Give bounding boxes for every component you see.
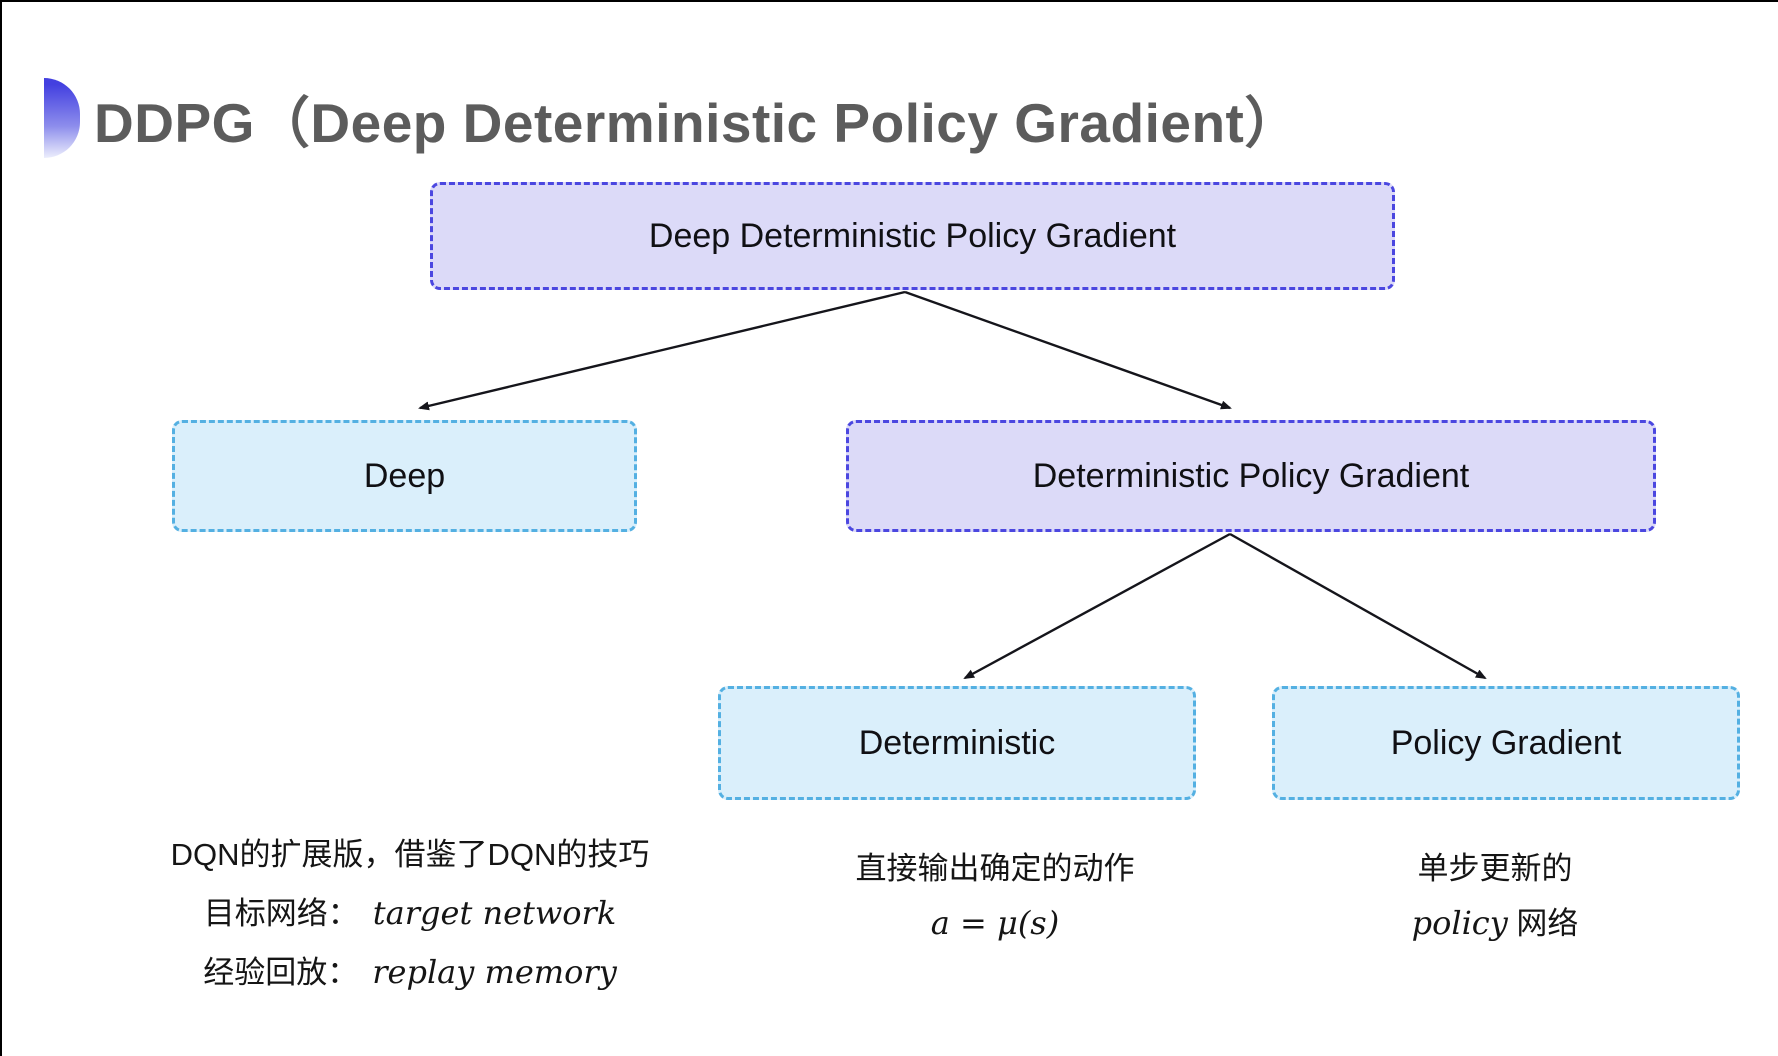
annotation-line: 目标网络： target network xyxy=(60,884,760,943)
node-deep: Deep xyxy=(172,420,637,532)
annotation-deep: DQN的扩展版，借鉴了DQN的技巧 目标网络： target network 经验… xyxy=(60,826,760,1002)
annotation-line: 直接输出确定的动作 xyxy=(790,842,1200,896)
annotation-text: DQN的扩展版，借鉴了DQN的技巧 xyxy=(170,837,650,872)
annotation-term: policy xyxy=(1411,904,1508,942)
node-label: Deep Deterministic Policy Gradient xyxy=(648,216,1177,255)
node-label: Deterministic Policy Gradient xyxy=(1032,456,1470,495)
annotation-term: target network xyxy=(372,894,617,932)
annotation-label: 经验回放： xyxy=(203,955,359,990)
annotation-line: policy 网络 xyxy=(1330,896,1660,951)
annotation-text: 直接输出确定的动作 xyxy=(855,851,1135,886)
annotation-line: 经验回放： replay memory xyxy=(60,943,760,1002)
annotation-term: replay memory xyxy=(372,953,617,991)
node-deterministic: Deterministic xyxy=(718,686,1196,800)
page-title: DDPG（Deep Deterministic Policy Gradient） xyxy=(94,92,1300,154)
annotation-deterministic: 直接输出确定的动作 a = μ(s) xyxy=(790,842,1200,951)
node-deep-deterministic-policy-gradient: Deep Deterministic Policy Gradient xyxy=(430,182,1395,290)
formula: a = μ(s) xyxy=(930,904,1060,942)
node-label: Policy Gradient xyxy=(1390,723,1622,762)
annotation-policy-gradient: 单步更新的 policy 网络 xyxy=(1330,842,1660,951)
node-label: Deep xyxy=(363,456,446,495)
node-label: Deterministic xyxy=(858,723,1056,762)
annotation-line: DQN的扩展版，借鉴了DQN的技巧 xyxy=(60,826,760,884)
annotation-line: 单步更新的 xyxy=(1330,842,1660,896)
annotation-label: 目标网络： xyxy=(203,896,359,931)
window-left-edge xyxy=(0,0,2,1056)
window-top-edge xyxy=(0,0,1778,2)
slide-header: DDPG（Deep Deterministic Policy Gradient） xyxy=(44,78,1300,158)
node-policy-gradient: Policy Gradient xyxy=(1272,686,1740,800)
semicircle-bullet-icon xyxy=(44,78,80,158)
annotation-line: a = μ(s) xyxy=(790,896,1200,951)
annotation-label: 网络 xyxy=(1507,906,1579,941)
node-deterministic-policy-gradient: Deterministic Policy Gradient xyxy=(846,420,1656,532)
annotation-text: 单步更新的 xyxy=(1417,851,1573,886)
